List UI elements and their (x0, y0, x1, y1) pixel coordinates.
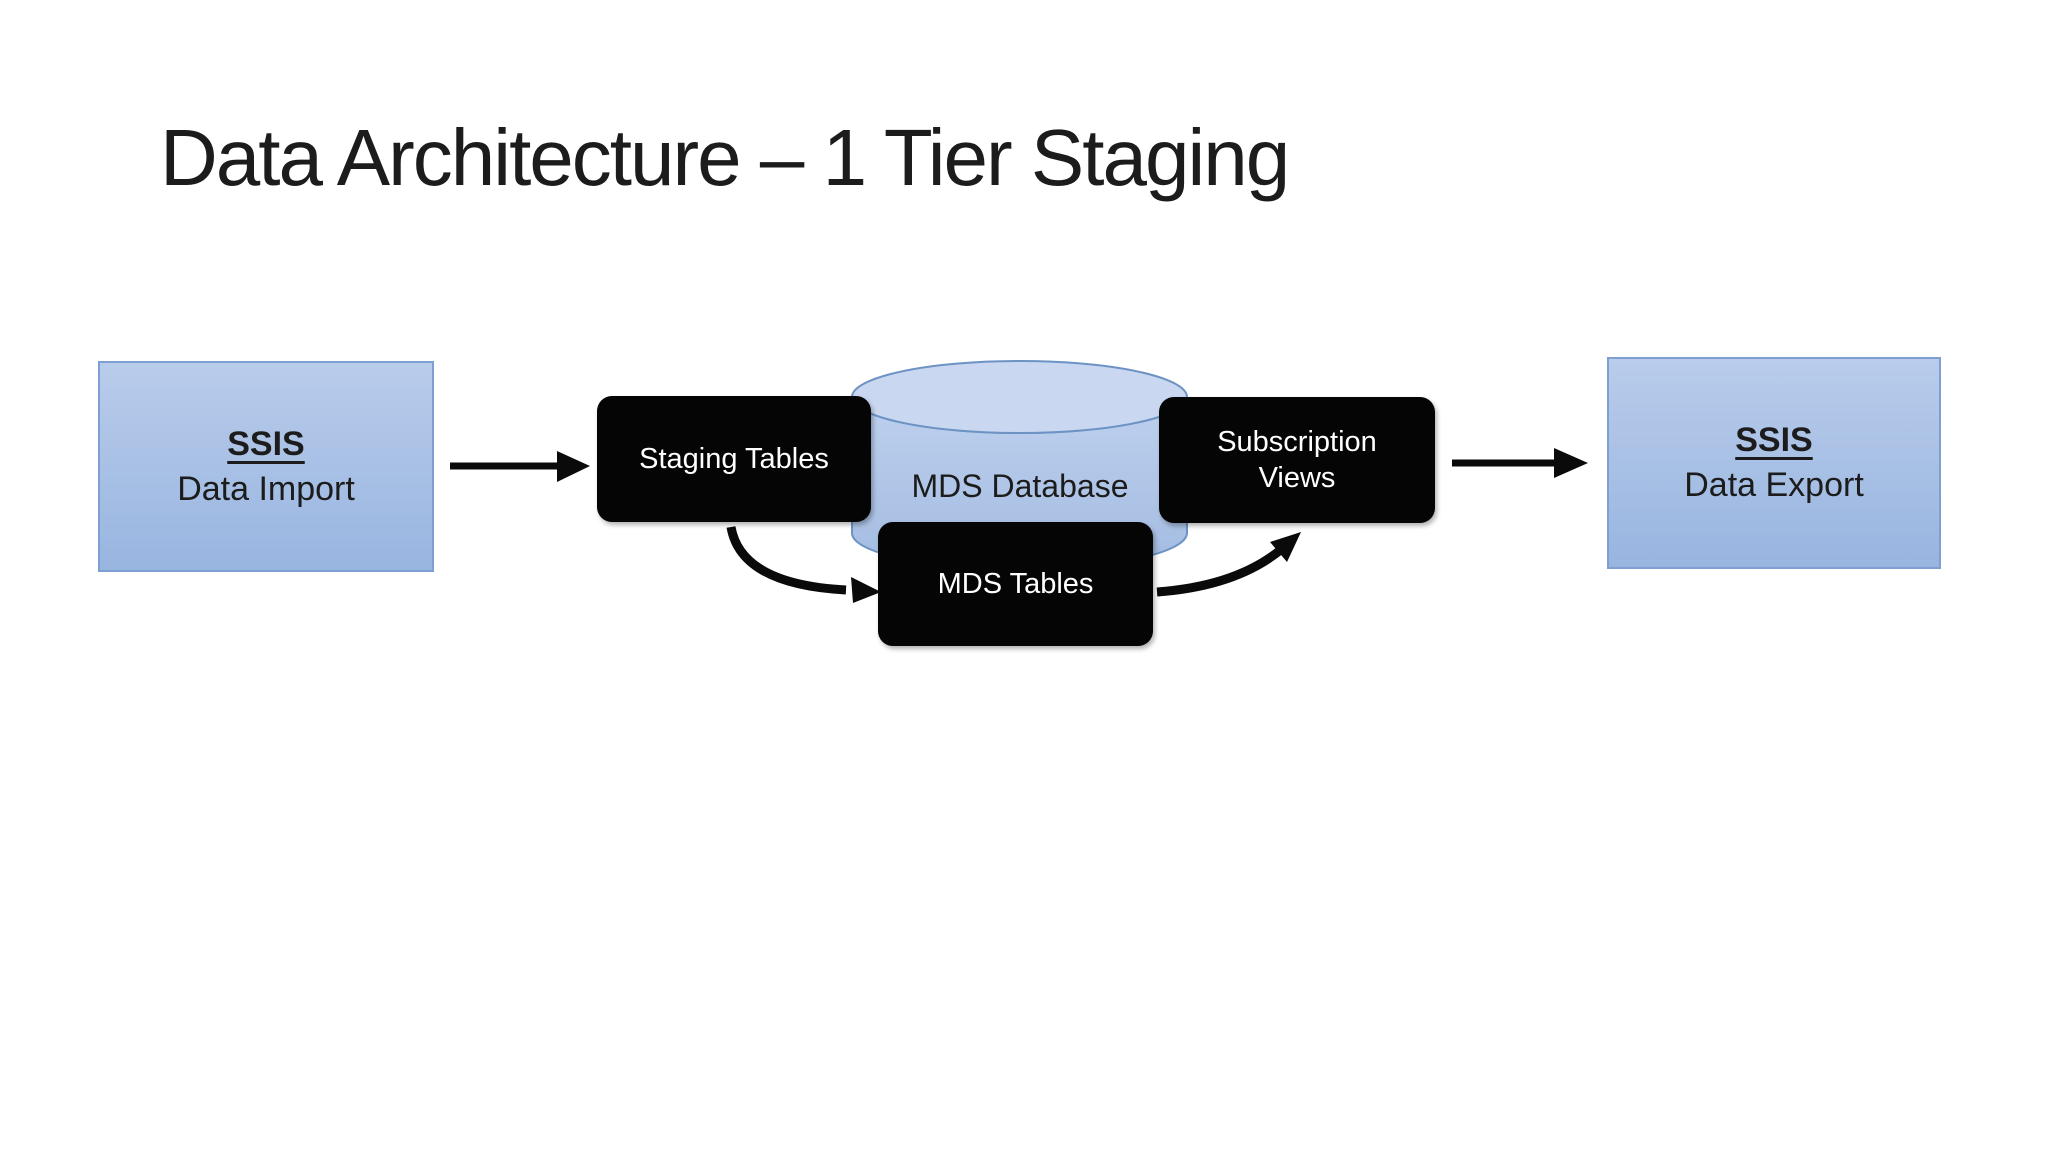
arrow-mds-tables-to-subscription-icon (1156, 532, 1301, 597)
page-title: Data Architecture – 1 Tier Staging (160, 113, 1290, 202)
ssis-export-heading: SSIS (1735, 421, 1813, 459)
arrow-staging-to-mds-tables-icon (726, 526, 881, 603)
mds-tables-label: MDS Tables (937, 567, 1094, 600)
arrow-import-to-staging-icon (450, 451, 590, 482)
ssis-data-export-box: SSIS Data Export (1607, 357, 1941, 569)
mds-tables-box: MDS Tables (878, 522, 1153, 646)
ssis-import-heading: SSIS (227, 424, 305, 463)
staging-tables-box: Staging Tables (597, 396, 871, 522)
ssis-data-import-box: SSIS Data Import (98, 361, 434, 572)
ssis-export-label: Data Export (1684, 466, 1864, 504)
staging-tables-label: Staging Tables (639, 442, 829, 475)
arrow-subscription-to-export-icon (1452, 448, 1588, 478)
subscription-views-box: Subscription Views (1159, 397, 1435, 523)
subscription-views-label: Subscription Views (1217, 425, 1377, 494)
mds-database-label: MDS Database (911, 468, 1129, 504)
ssis-import-label: Data Import (177, 469, 355, 508)
